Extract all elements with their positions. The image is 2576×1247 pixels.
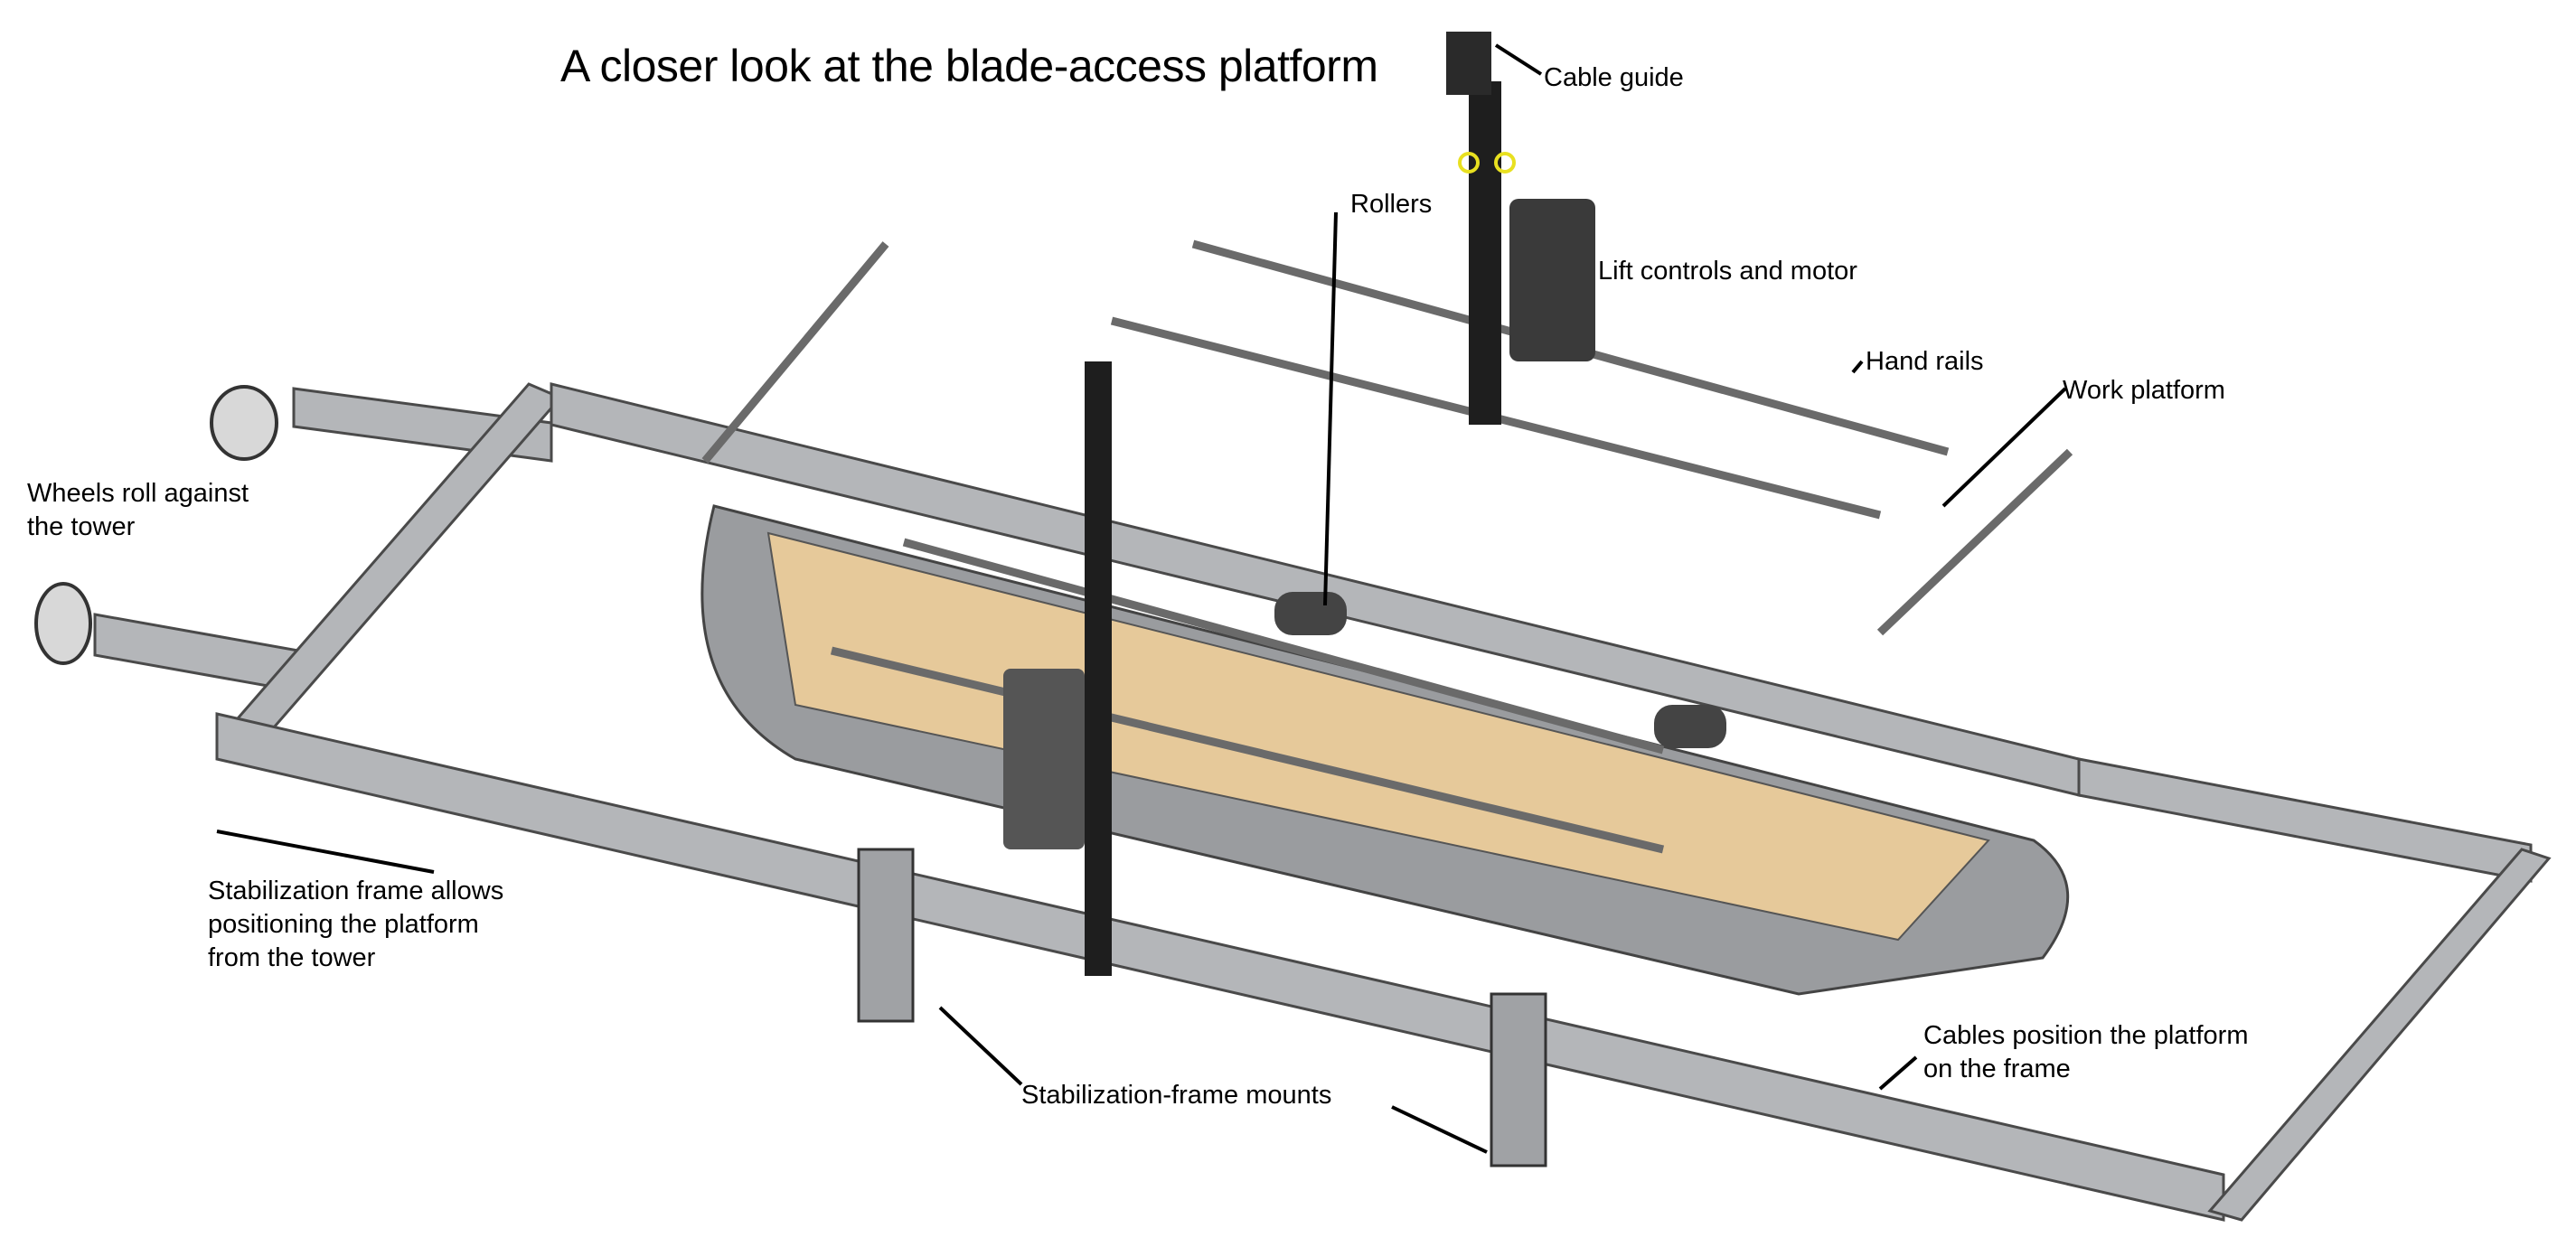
roller-1 xyxy=(1274,592,1347,635)
lift-motor xyxy=(1509,199,1595,361)
label-stab-line3: from the tower xyxy=(208,943,376,972)
frame-beam-top-right xyxy=(2077,757,2533,883)
frame-beam-bottom xyxy=(215,712,2225,1222)
rollers xyxy=(1274,592,1726,748)
label-stab-line1: Stabilization frame allows xyxy=(208,877,504,905)
wheel-upper xyxy=(210,385,278,461)
rail-5 xyxy=(701,241,889,464)
mount-right xyxy=(1490,992,1547,1167)
mast-lower xyxy=(1085,361,1112,976)
frame-beam-right xyxy=(2207,848,2552,1222)
roller-2 xyxy=(1654,705,1726,748)
frame-arm-lower xyxy=(93,613,300,693)
label-work-platform: Work platform xyxy=(2063,376,2225,405)
label-cable-guide: Cable guide xyxy=(1544,63,1684,92)
leader-lines xyxy=(216,43,2067,1154)
label-wheels-line2: the tower xyxy=(27,512,136,541)
rail-4 xyxy=(830,646,1665,854)
label-wheels: Wheels roll against the tower xyxy=(27,477,249,544)
lower-motor xyxy=(1003,669,1085,849)
mast-upper xyxy=(1469,81,1501,425)
label-lift-controls: Lift controls and motor xyxy=(1598,257,1857,286)
label-hand-rails: Hand rails xyxy=(1866,347,1984,376)
work-deck xyxy=(766,531,1990,942)
stabilization-frame xyxy=(93,382,2552,1222)
lift-mast xyxy=(1003,32,1595,976)
label-cables-line2: on the frame xyxy=(1923,1055,2071,1083)
mounts xyxy=(857,848,1547,1167)
platform-base xyxy=(700,504,2070,996)
wheels xyxy=(34,385,278,665)
label-wheels-line1: Wheels roll against xyxy=(27,479,249,508)
mount-left xyxy=(857,848,915,1023)
page-title: A closer look at the blade-access platfo… xyxy=(560,41,1378,91)
label-cables-line1: Cables position the platform xyxy=(1923,1021,2249,1050)
rail-3 xyxy=(902,538,1665,755)
cable-guide-part xyxy=(1446,32,1491,95)
label-stabilization-frame: Stabilization frame allows positioning t… xyxy=(208,875,503,975)
label-stab-line2: positioning the platform xyxy=(208,910,479,939)
label-stabilization-mounts: Stabilization-frame mounts xyxy=(1021,1081,1332,1110)
wheel-lower xyxy=(34,582,92,665)
label-cables: Cables position the platform on the fram… xyxy=(1923,1019,2248,1086)
label-rollers: Rollers xyxy=(1350,190,1433,219)
rail-6 xyxy=(1876,448,2073,636)
